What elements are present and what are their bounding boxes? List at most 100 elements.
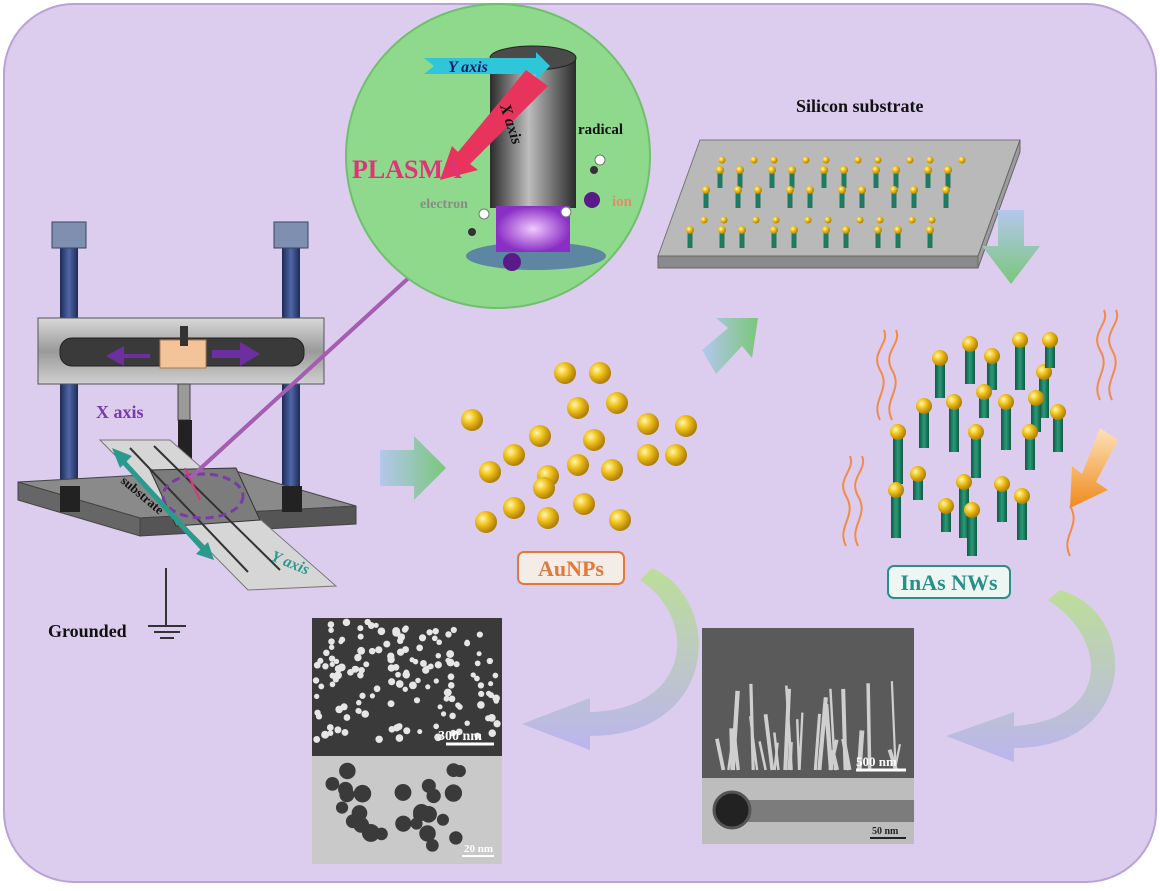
heat-wisp [1108, 309, 1119, 401]
nanowire-au-tip [938, 498, 954, 514]
sem-particle [443, 688, 452, 697]
nanowire-au-tip [984, 348, 1000, 364]
sem-particle [357, 671, 364, 679]
nanowire [943, 190, 949, 208]
nanowire-au-tip [788, 166, 796, 174]
heat-wisp [1066, 505, 1075, 557]
sem-particle [373, 685, 381, 693]
sem-particle [476, 631, 483, 638]
sem-particle [375, 646, 383, 654]
nanowire [787, 190, 793, 208]
sem-particle [335, 705, 343, 714]
nanowire-au-tip [736, 166, 744, 174]
tem-wire [740, 800, 914, 822]
gold-nanoparticle [479, 461, 501, 483]
nanowire [911, 190, 917, 208]
heat-wisp [1096, 309, 1107, 401]
nanowire [737, 170, 743, 188]
tem-particle [361, 824, 380, 842]
sem-wire [829, 688, 837, 771]
sem-particle [357, 633, 364, 640]
sem-particle [328, 644, 335, 650]
nanowire-au-tip [1014, 488, 1030, 504]
gold-nanoparticle [770, 156, 778, 164]
plasma-y-axis-label: Y axis [448, 59, 488, 76]
nanowire-au-tip [716, 166, 724, 174]
sem-particle [436, 639, 442, 646]
sem-particle [313, 735, 321, 743]
gold-nanoparticle [700, 216, 708, 224]
nanowire-au-tip [964, 502, 980, 518]
gold-nanoparticle [665, 444, 687, 466]
tem-particle [339, 762, 356, 780]
sem-particle [453, 661, 460, 668]
right-arrow-icon [212, 342, 260, 366]
nanowire [1015, 340, 1025, 390]
sem-particle [369, 693, 375, 699]
heat-wisps [842, 309, 1119, 557]
nanowire-au-tip [872, 166, 880, 174]
heat-wisp [888, 329, 899, 421]
y-axis-arrow-icon [424, 52, 550, 80]
nanowire [941, 506, 951, 532]
nanowire [1017, 496, 1027, 540]
sem-particle [450, 626, 457, 634]
sem-particle [418, 634, 427, 642]
gold-nanoparticle [537, 507, 559, 529]
nanowire-au-tip [1050, 404, 1066, 420]
sem-particle [387, 700, 395, 708]
sem-particle [392, 627, 401, 636]
sem-particle [334, 726, 342, 734]
nanowire-au-tip [768, 166, 776, 174]
sem-particle [416, 644, 424, 652]
sem-particle [448, 695, 456, 703]
sem-particle [464, 720, 470, 726]
gold-nanoparticle [583, 429, 605, 451]
nanowire-au-tip [956, 474, 972, 490]
nanowire [821, 170, 827, 188]
sem-particle [440, 711, 447, 717]
flow-arrow-icon [982, 210, 1040, 284]
sem-particle [486, 657, 493, 665]
heat-wisp [854, 455, 865, 547]
sem-wire [763, 714, 775, 771]
tem-dots [325, 762, 466, 852]
nanowire [893, 432, 903, 484]
sem-particle [358, 666, 365, 674]
x-axis-arrow-icon [440, 70, 548, 180]
sem-particle [321, 730, 330, 739]
nanowire [719, 230, 725, 248]
nanowire-au-tip [890, 424, 906, 440]
inas-label: InAs NWs [900, 570, 998, 595]
nanowire-au-tip [968, 424, 984, 440]
sem-particle [364, 618, 371, 626]
sem-particle [354, 666, 360, 672]
nanowire-au-tip [976, 384, 992, 400]
nanowire-au-tip [924, 166, 932, 174]
gold-nanoparticle [606, 392, 628, 414]
sem-particle [470, 672, 476, 678]
substrate-front [657, 255, 979, 269]
nanowire-au-tip [840, 166, 848, 174]
nanowire-au-tip [1022, 424, 1038, 440]
nanowire-au-tip [754, 186, 762, 194]
gold-nanoparticle [461, 409, 483, 431]
sem-particle [396, 637, 404, 645]
sem-particle [323, 649, 330, 657]
sem-wire [773, 742, 779, 771]
plasma-plume [496, 206, 570, 252]
nanowire [925, 170, 931, 188]
sem-particle [329, 672, 336, 679]
plasma-jet-line [184, 467, 201, 501]
nanowire [1025, 432, 1035, 470]
sem-particle [403, 671, 410, 679]
sem-wire [715, 738, 726, 771]
sem-particle [322, 663, 329, 670]
tem-particle [444, 784, 463, 802]
sem-wires [715, 681, 902, 771]
sem-particle [485, 690, 492, 697]
sem-particle [477, 682, 485, 689]
heat-arrow-icon [1070, 428, 1118, 508]
nanowire-au-tip [806, 186, 814, 194]
